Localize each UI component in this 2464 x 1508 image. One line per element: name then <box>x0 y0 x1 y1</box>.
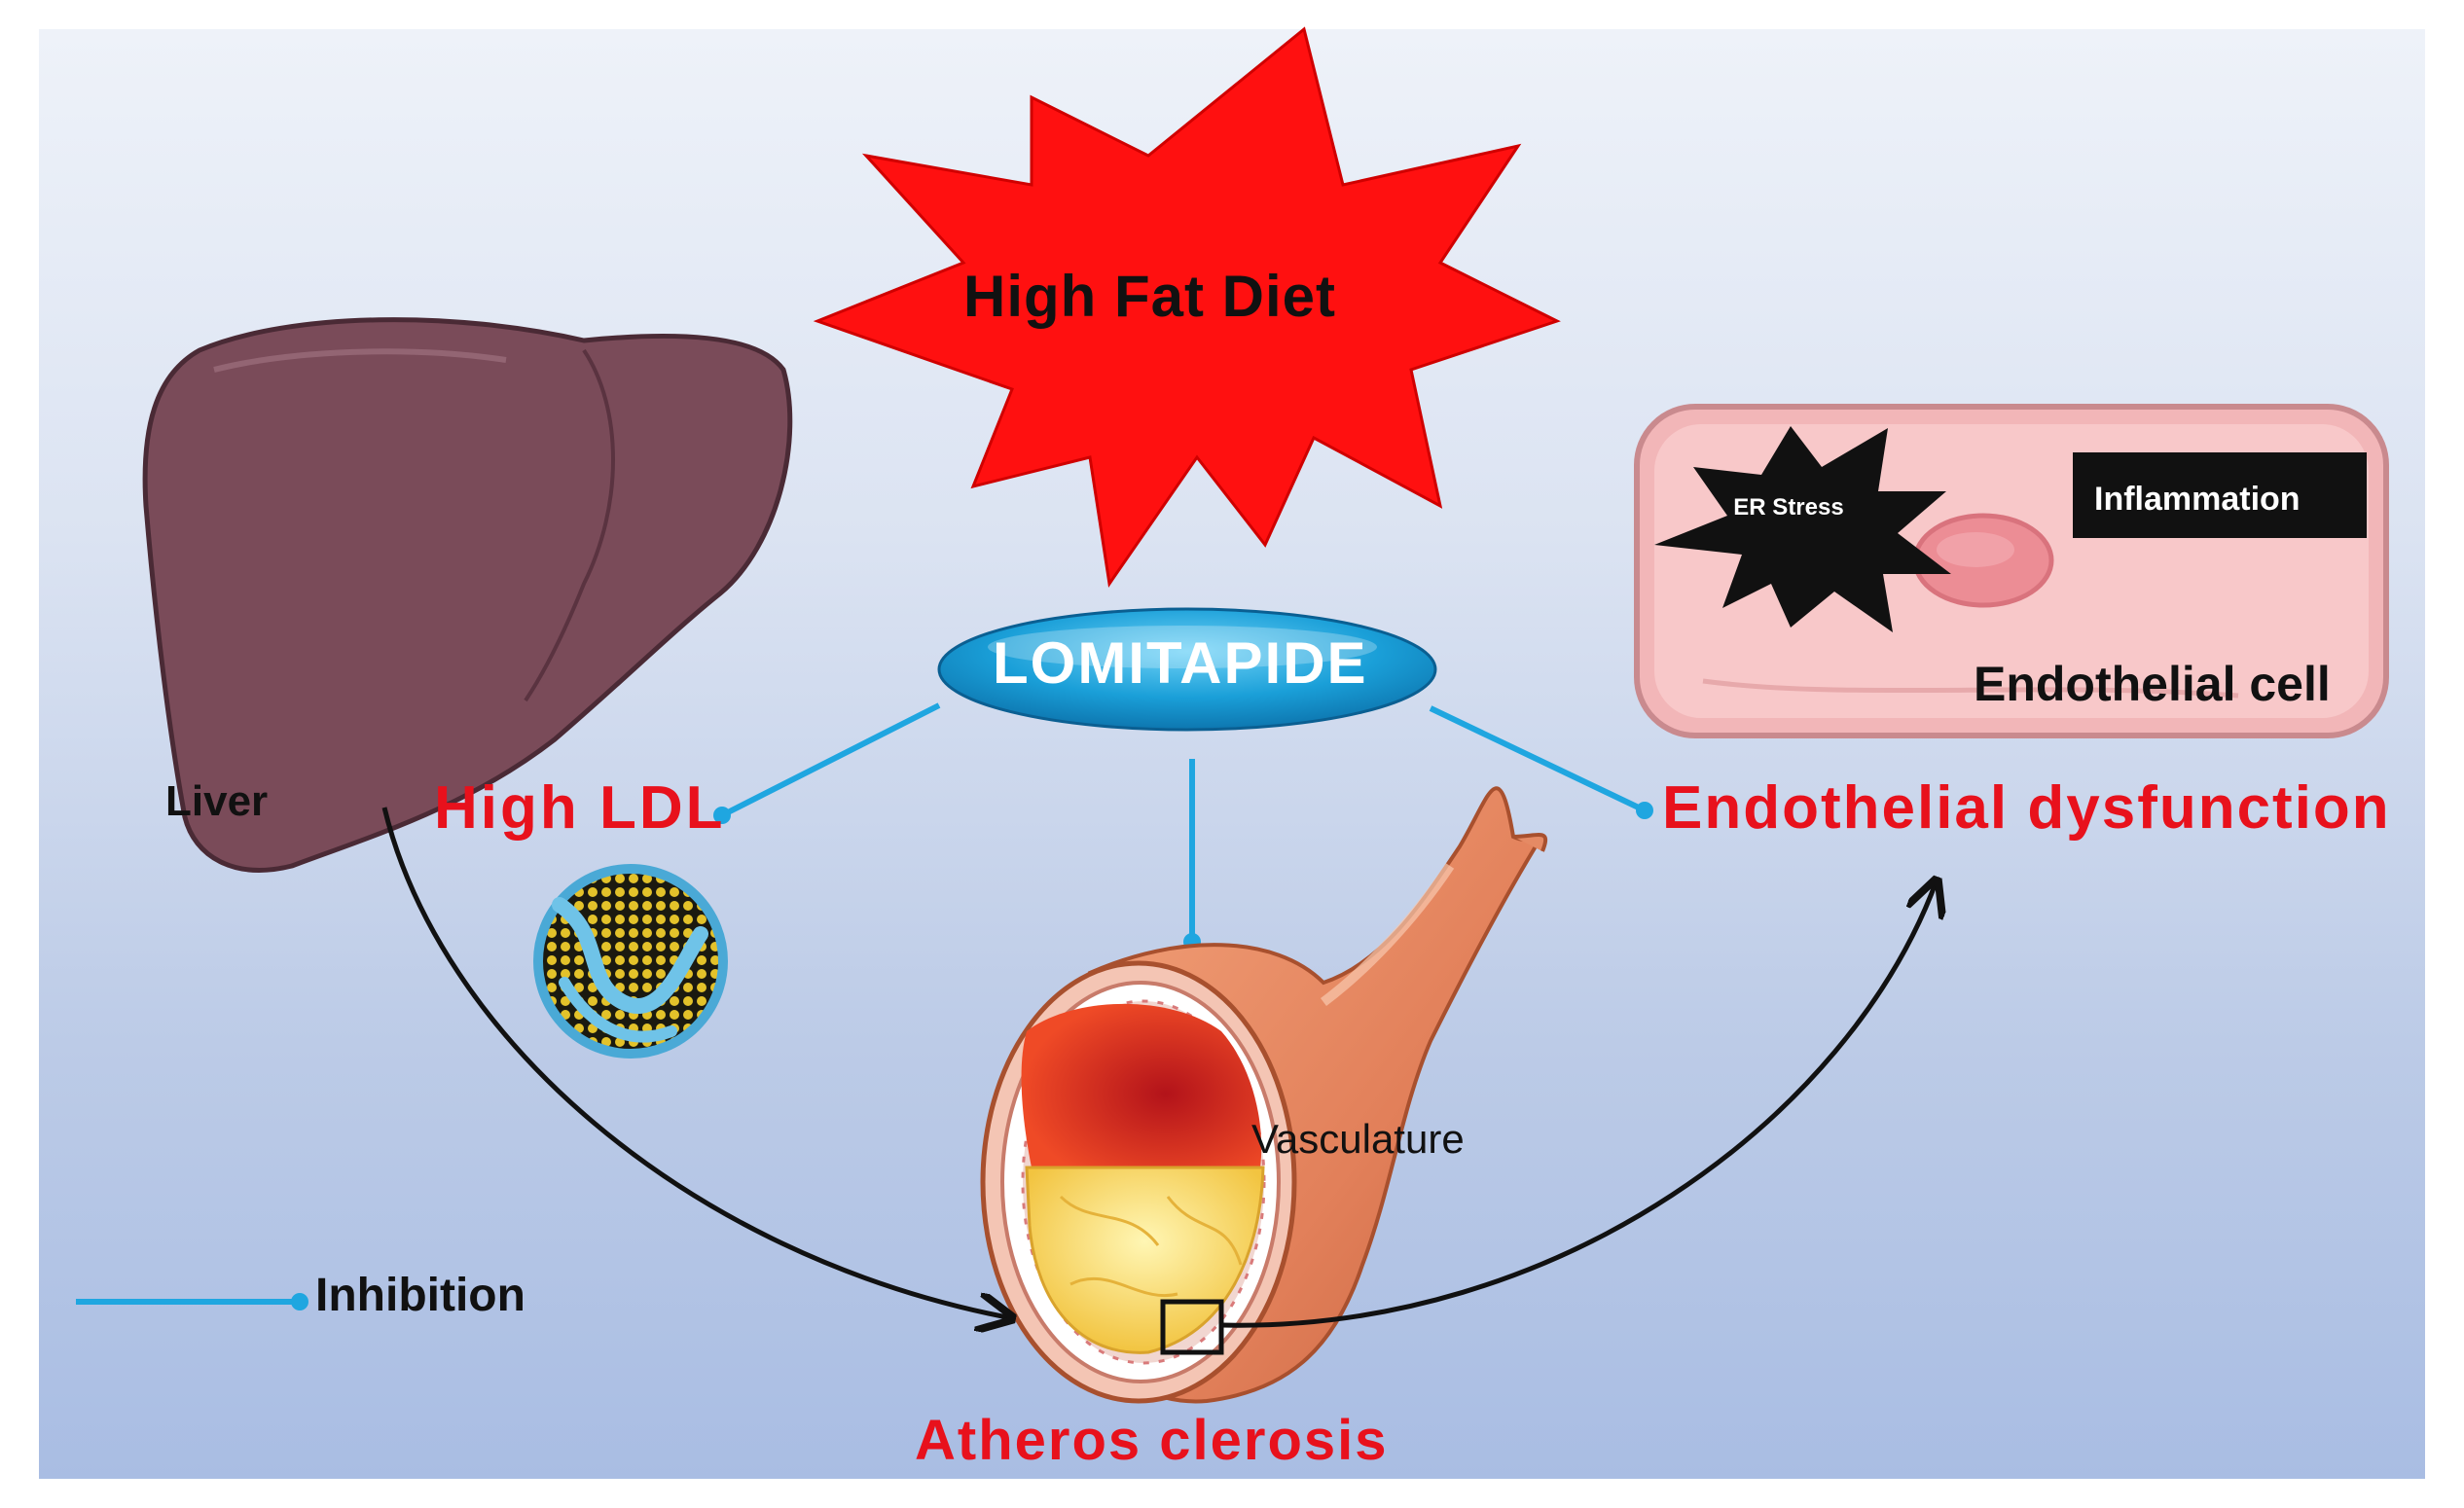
inhibition-links <box>720 702 1647 942</box>
inhibition-endpoint-endothelium <box>1636 802 1653 819</box>
high-ldl-label: High LDL <box>434 774 726 842</box>
atherosclerosis-label: Atheros clerosis <box>915 1409 1389 1472</box>
lomitapide-oval <box>937 607 1437 732</box>
legend-inhibition-dot <box>291 1293 308 1311</box>
inflammation-box <box>2073 452 2367 538</box>
arrow-liver-to-atherosclerosis <box>381 807 1012 1318</box>
inflammation-label: Inflammation <box>2094 481 2301 518</box>
high-fat-diet-label: High Fat Diet <box>963 264 1336 329</box>
vessel-illustration <box>980 786 1548 1404</box>
arrow-atherosclerosis-to-dysfunction <box>1220 880 1937 1328</box>
er-stress-starburst <box>1654 426 1951 632</box>
vasculature-label: Vasculature <box>1251 1116 1465 1162</box>
inhibition-endpoint-ldl <box>713 807 731 824</box>
high-fat-diet-starburst <box>813 26 1561 588</box>
endothelial-dysfunction-label: Endothelial dysfunction <box>1662 774 2391 842</box>
liver-shape <box>142 317 793 873</box>
ldl-particle-icon <box>533 864 728 1059</box>
endothelial-cell-label: Endothelial cell <box>1974 657 2331 711</box>
lomitapide-label: LOMITAPIDE <box>993 630 1368 696</box>
legend-inhibition-label: Inhibition <box>315 1270 525 1321</box>
er-stress-label: ER Stress <box>1733 494 1844 521</box>
liver-label: Liver <box>165 777 269 825</box>
